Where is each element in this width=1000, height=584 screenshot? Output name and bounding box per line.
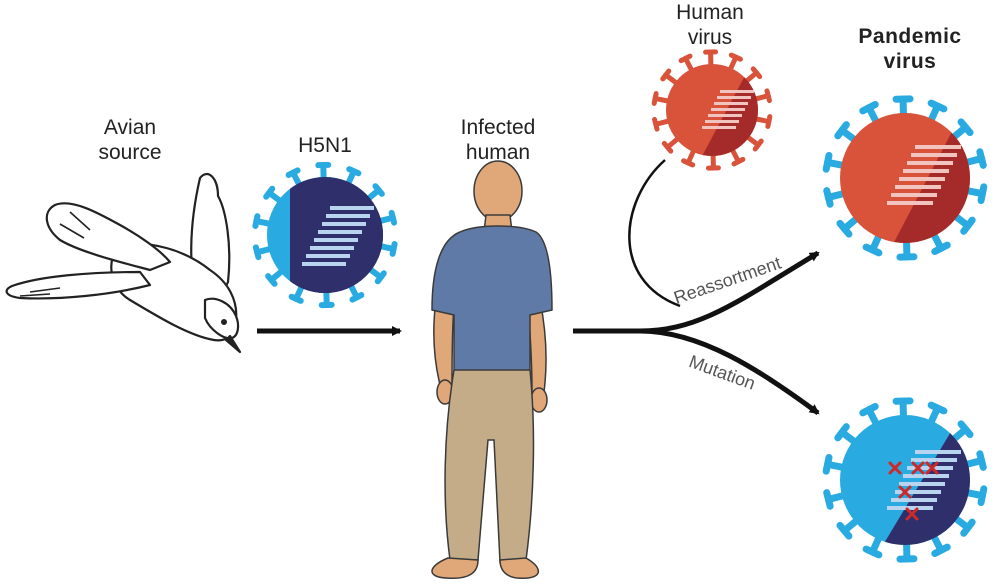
virus-spike-cap [252,213,261,229]
gene-segment-bar [903,169,949,173]
virus-spike-cap [252,244,262,261]
virus-spike-cap [652,116,660,132]
virus-spike-cap [957,118,974,137]
virus-spike-cap [836,219,853,238]
virus-spike-cap [859,402,879,417]
virus-spike-cap [765,114,773,129]
gene-segment-bar [702,126,736,129]
gene-segment-bar [330,206,374,210]
human-figure-icon [431,160,553,580]
mutation-x-mark [925,461,939,475]
pandemic-virus-icon [822,95,988,261]
gene-segment-bar [911,153,957,157]
virus-spike-cap [285,167,301,178]
virus-spike-cap [859,100,879,115]
gene-segment-bar [891,498,937,502]
gene-segment-bar [899,177,945,181]
gene-segment-bar [720,90,754,93]
gene-segment-bar [891,193,937,197]
gene-segment-bar [714,102,748,105]
virus-spike-cap [728,52,743,62]
virus-spike-cap [388,209,398,226]
virus-spike-cap [660,68,672,82]
gene-segment-bar [705,120,739,123]
h5n1-label: H5N1 [298,134,352,157]
virus-spike-cap [731,156,746,167]
virus-spike-cap [372,183,385,197]
mutation-marks [888,461,939,521]
bird-icon [5,172,242,354]
gene-segment-bar [306,254,350,258]
virus-spike-cap [957,420,974,439]
mutated-virus-icon [822,397,988,563]
gene-segment-bar [915,145,961,149]
gene-segment-bar [318,230,362,234]
virus-spike-cap [265,273,278,287]
virus-spike-cap [374,270,387,285]
virus-spike-cap [389,241,398,257]
gene-segment-bar [302,262,346,266]
gene-segment-bar [907,161,953,165]
virus-spike-cap [349,292,365,303]
human-virus-icon [651,49,773,171]
gene-segment-bar [711,108,745,111]
virus-spike-cap [976,148,987,169]
gene-segment-bar [915,450,961,454]
virus-spike-cap [822,151,833,173]
virus-spike-cap [977,485,988,507]
virus-spike-cap [834,121,850,140]
virus-spike-cap [960,216,976,235]
virus-spike-cap [263,185,276,200]
gene-segment-bar [326,214,370,218]
virus-spike-cap [681,158,696,168]
virus-spike-cap [750,66,763,80]
mutation-x-mark [898,485,912,499]
virus-spike-cap [834,423,850,442]
virus-spike-cap [931,241,951,256]
gene-segment-bar [911,458,957,462]
virus-spike-cap [823,489,834,510]
gene-segment-bar [310,246,354,250]
virus-spike-cap [764,88,772,104]
virus-spike-cap [661,140,674,154]
virus-spike-cap [862,545,883,559]
virus-spike-cap [977,183,988,205]
gene-segment-bar [895,490,941,494]
virus-spike-cap [927,401,948,415]
virus-spike-cap [931,543,951,558]
virus-spike-cap [862,243,883,257]
gene-segment-bar [899,482,945,486]
virus-spike-cap [752,138,764,152]
virus-spike-cap [288,293,304,304]
virus-spike-cap [836,521,853,540]
mutation-x-mark [911,461,925,475]
gene-segment-bar [887,201,933,205]
mutation-arrow [639,328,820,416]
virus-spike-cap [976,450,987,471]
mutation-x-mark [888,461,902,475]
gene-segment-bar [314,238,358,242]
virus-spike-cap [822,453,833,475]
virus-spike-cap [960,518,976,537]
virus-spike-cap [927,99,948,113]
virus-spike-cap [678,53,693,64]
gene-segment-bar [903,474,949,478]
gene-segment-bar [887,506,933,510]
gene-segment-bar [322,222,366,226]
human-virus-connector [628,159,681,308]
mutation-x-mark [905,507,919,521]
virus-spike-cap [346,166,362,177]
gene-segment-bar [708,114,742,117]
virus-spike-cap [823,187,834,208]
gene-segment-bar [895,185,941,189]
h5n1-virus-icon [252,161,398,309]
virus-spike-cap [651,91,659,106]
gene-segment-bar [717,96,751,99]
